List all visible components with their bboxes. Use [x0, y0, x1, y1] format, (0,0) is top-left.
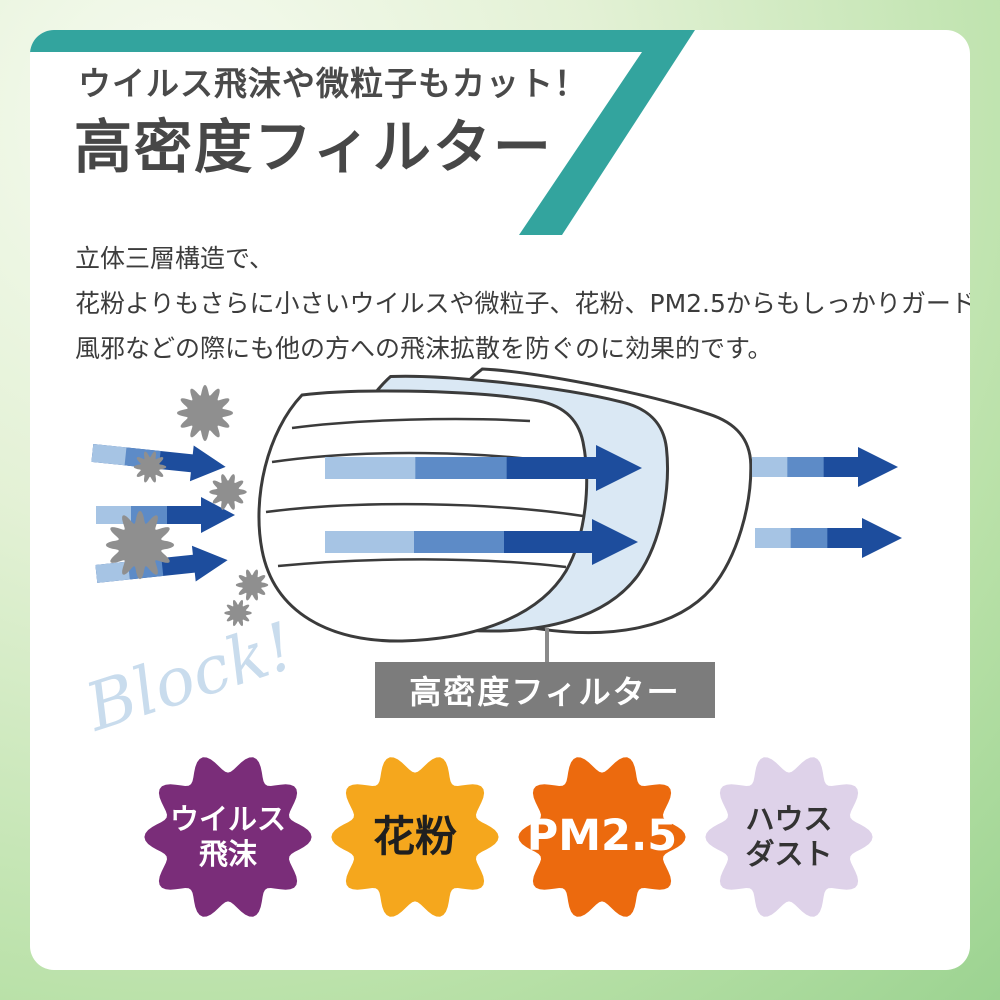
badge-flower-house-dust [705, 757, 873, 917]
header-white-overlay [30, 52, 642, 235]
header-subtitle: ウイルス飛沫や微粒子もカット！ [78, 64, 588, 103]
description-block: 立体三層構造で、 花粉よりもさらに小さいウイルスや微粒子、花粉、PM2.5からも… [75, 236, 970, 371]
mask-front-layer [257, 389, 589, 643]
airflow-through-arrow-icon [325, 445, 642, 491]
virus-particle-icon [176, 384, 234, 442]
virus-particle-icon [133, 451, 167, 483]
exit-arrow-icon [752, 447, 898, 487]
content-card: ウイルス飛沫や微粒子もカット！ 高密度フィルター 立体三層構造で、 花粉よりもさ… [30, 30, 970, 970]
badge-label-line: ハウス [745, 802, 833, 837]
badge-flower-pollen [331, 757, 499, 917]
filter-label: 高密度フィルター [375, 662, 715, 718]
badge-label-line: 飛沫 [198, 837, 257, 871]
badge-flower-pm25 [518, 757, 686, 917]
badge-label-house-dust: ハウス ダスト [704, 752, 874, 922]
badge-label-line: 花粉 [372, 811, 457, 861]
airflow-through-arrow-icon [325, 519, 638, 565]
badge-label-line: PM2.5 [526, 811, 678, 862]
exit-arrow-icon [755, 518, 902, 558]
illustration-canvas [30, 30, 902, 917]
badge-label-pollen: 花粉 [330, 752, 500, 922]
virus-particle-icon [209, 474, 247, 510]
virus-particle-icon [235, 569, 269, 601]
virus-particle-icon [105, 510, 175, 580]
description-line: 立体三層構造で、 [75, 244, 275, 273]
mask-pleat-lines [265, 417, 584, 569]
badge-label-line: ウイルス [169, 802, 286, 837]
page-title: 高密度フィルター [74, 113, 553, 181]
virus-particle-icon [224, 599, 252, 627]
badge-label-line: ダスト [745, 837, 833, 871]
description-line: 風邪などの際にも他の方への飛沫拡散を防ぐのに効果的です。 [75, 334, 773, 363]
description-line: 花粉よりもさらに小さいウイルスや微粒子、花粉、PM2.5からもしっかりガード。 [75, 289, 970, 318]
badge-flower-virus-droplets [144, 757, 312, 917]
badge-label-pm25: PM2.5 [517, 752, 687, 922]
badge-label-virus-droplets: ウイルス 飛沫 [143, 752, 313, 922]
